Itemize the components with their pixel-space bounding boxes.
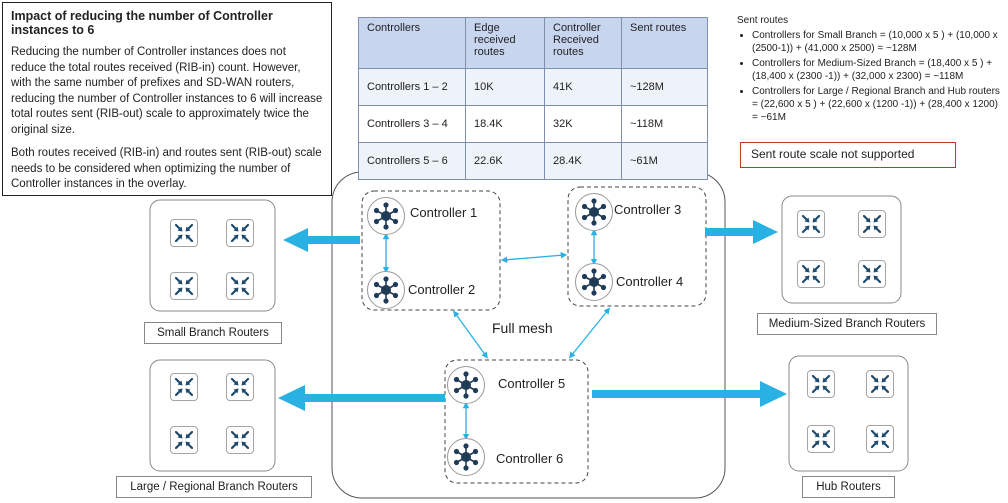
router-icon xyxy=(226,272,254,300)
controller-5-label: Controller 5 xyxy=(498,376,566,391)
controller-1-label: Controller 1 xyxy=(410,205,478,220)
controller-2-icon xyxy=(367,271,405,309)
table-row: Controllers 1 – 2 10K 41K ~128M xyxy=(358,68,708,106)
router-icon xyxy=(226,373,254,401)
info-paragraph-1: Reducing the number of Controller instan… xyxy=(11,46,323,136)
table-header: Sent routes xyxy=(621,17,708,69)
table-cell: ~61M xyxy=(621,142,708,180)
mesh-arrow-left-right xyxy=(500,252,568,263)
medium-branch-group-box xyxy=(781,195,902,304)
table-cell: 32K xyxy=(544,105,622,143)
hub-routers-label: Hub Routers xyxy=(802,476,895,498)
table-cell: ~118M xyxy=(621,105,708,143)
controller-2-label: Controller 2 xyxy=(408,282,476,297)
table-cell: Controllers 1 – 2 xyxy=(358,68,466,106)
table-cell: Controllers 5 – 6 xyxy=(358,142,466,180)
router-icon xyxy=(797,210,825,238)
sent-routes-list: Controllers for Small Branch = (10,000 x… xyxy=(737,29,1002,124)
table-cell: 18.4K xyxy=(465,105,545,143)
large-branch-routers-label: Large / Regional Branch Routers xyxy=(116,476,312,498)
controller-6-icon xyxy=(447,438,485,476)
router-icon xyxy=(226,219,254,247)
sent-routes-notes: Sent routes Controllers for Small Branch… xyxy=(737,14,1002,126)
arrow-to-medium-branch xyxy=(705,220,778,244)
small-branch-routers-label: Small Branch Routers xyxy=(144,322,282,344)
large-branch-group-box xyxy=(149,359,276,472)
info-title: Impact of reducing the number of Control… xyxy=(11,9,273,37)
arrow-to-large-branch xyxy=(278,385,445,411)
small-branch-group-box xyxy=(149,199,276,312)
controller-6-label: Controller 6 xyxy=(496,451,564,466)
info-box: Impact of reducing the number of Control… xyxy=(2,2,332,196)
table-cell: 41K xyxy=(544,68,622,106)
router-icon xyxy=(807,425,835,453)
router-icon xyxy=(226,426,254,454)
medium-branch-routers-label: Medium-Sized Branch Routers xyxy=(757,313,937,335)
controller-pair-1-2-box xyxy=(361,190,501,311)
table-header: Controllers xyxy=(358,17,466,69)
sent-route-not-supported-note: Sent route scale not supported xyxy=(740,142,956,168)
table-header-row: Controllers Edge received routes Control… xyxy=(358,17,708,69)
mesh-arrow-left-bottom xyxy=(453,310,488,359)
table-cell: Controllers 3 – 4 xyxy=(358,105,466,143)
controller-4-label: Controller 4 xyxy=(616,274,684,289)
sent-routes-title: Sent routes xyxy=(737,15,789,26)
controller-3-label: Controller 3 xyxy=(614,202,682,217)
router-icon xyxy=(797,260,825,288)
mesh-arrow-right-bottom xyxy=(568,307,611,359)
hub-group-box xyxy=(788,355,909,472)
table-cell: 28.4K xyxy=(544,142,622,180)
router-icon xyxy=(170,373,198,401)
router-icon xyxy=(170,426,198,454)
controller-3-icon xyxy=(575,193,613,231)
controller-1-icon xyxy=(367,197,405,235)
arrow-to-hub xyxy=(592,381,787,407)
controller-pair-5-6-box xyxy=(444,359,589,484)
table-row: Controllers 3 – 4 18.4K 32K ~118M xyxy=(358,105,708,143)
list-item: Controllers for Small Branch = (10,000 x… xyxy=(752,29,1002,55)
controller-4-icon xyxy=(575,263,613,301)
controller-pair-3-4-box xyxy=(567,186,707,307)
router-icon xyxy=(858,260,886,288)
arrow-to-small-branch xyxy=(283,228,360,252)
router-icon xyxy=(858,210,886,238)
router-icon xyxy=(170,219,198,247)
list-item: Controllers for Medium-Sized Branch = (1… xyxy=(752,57,1002,83)
full-mesh-label: Full mesh xyxy=(492,320,553,336)
table-cell: 10K xyxy=(465,68,545,106)
route-scale-table: Controllers Edge received routes Control… xyxy=(358,17,708,180)
table-row: Controllers 5 – 6 22.6K 28.4K ~61M xyxy=(358,142,708,180)
router-icon xyxy=(866,425,894,453)
router-icon xyxy=(866,370,894,398)
table-header: Edge received routes xyxy=(465,17,545,69)
table-header: Controller Received routes xyxy=(544,17,622,69)
info-paragraph-2: Both routes received (RIB-in) and routes… xyxy=(11,147,322,190)
list-item: Controllers for Large / Regional Branch … xyxy=(752,85,1002,124)
router-icon xyxy=(170,272,198,300)
router-icon xyxy=(807,370,835,398)
controller-5-icon xyxy=(447,366,485,404)
table-cell: 22.6K xyxy=(465,142,545,180)
table-cell: ~128M xyxy=(621,68,708,106)
